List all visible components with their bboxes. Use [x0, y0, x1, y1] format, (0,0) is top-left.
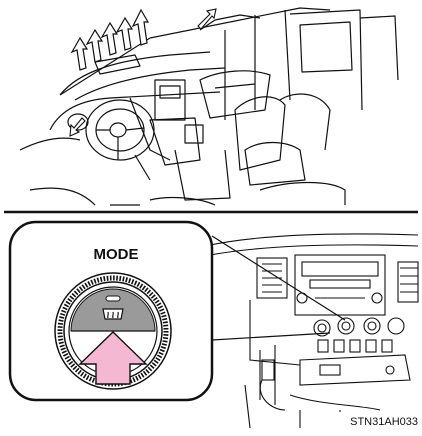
cabin-illustration [20, 8, 398, 205]
windshield-defrost-icon [103, 309, 123, 319]
figure-code: STN31AH033 [350, 416, 418, 428]
console-illustration [210, 234, 418, 428]
mode-label: MODE [94, 246, 139, 263]
mode-callout: MODE [10, 222, 212, 400]
airflow-arrows-up [72, 10, 148, 70]
dial-indicator-light [106, 296, 120, 301]
